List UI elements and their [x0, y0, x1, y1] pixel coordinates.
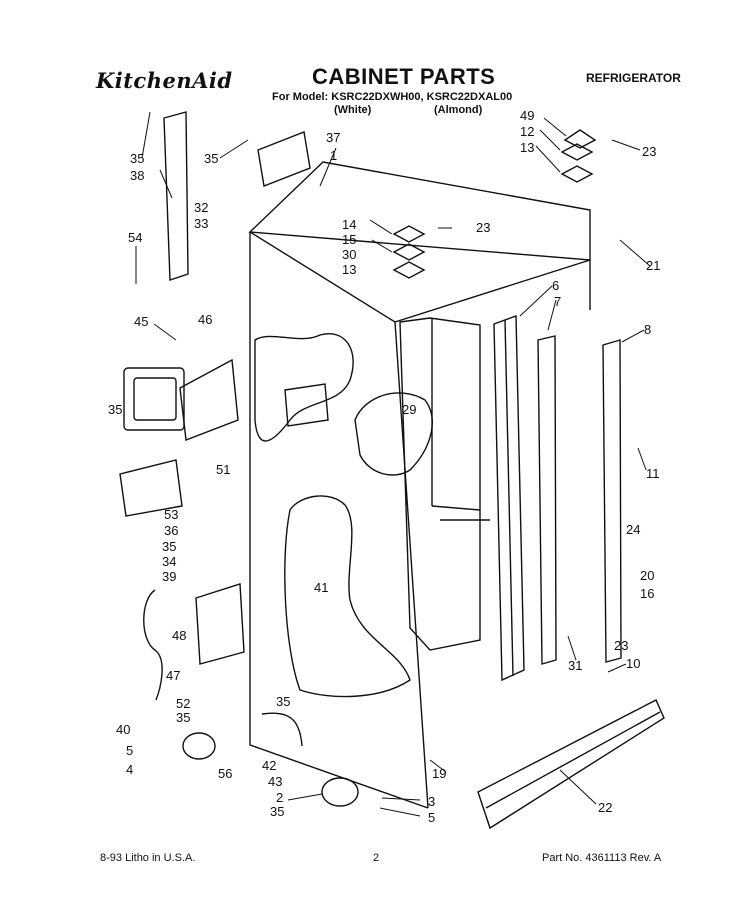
callout-46: 46 [198, 312, 212, 327]
callout-53: 53 [164, 507, 178, 522]
component-4 [182, 732, 216, 760]
callout-15: 15 [342, 232, 356, 247]
callout-33: 33 [194, 216, 208, 231]
callout-35: 35 [204, 151, 218, 166]
callout-23: 23 [642, 144, 656, 159]
variant-white: (White) [334, 104, 372, 116]
callout-29: 29 [402, 402, 416, 417]
callout-38: 38 [130, 168, 144, 183]
callout-19: 19 [432, 766, 446, 781]
callout-11: 11 [646, 466, 660, 481]
bracket-37 [257, 131, 311, 187]
callout-49: 49 [520, 108, 534, 123]
page-title: CABINET PARTS [312, 64, 496, 89]
callout-6: 6 [552, 278, 559, 293]
base-grille-22 [477, 699, 665, 830]
callout-47: 47 [166, 668, 180, 683]
drain-pan [119, 459, 183, 517]
callout-35: 35 [270, 804, 284, 819]
cabinet-outline [248, 161, 591, 261]
model-line: For Model: KSRC22DXWH00, KSRC22DXAL00 [272, 91, 513, 103]
callout-35: 35 [162, 539, 176, 554]
callout-41: 41 [314, 580, 328, 595]
callout-31: 31 [568, 658, 582, 673]
callout-35: 35 [108, 402, 122, 417]
hinge-30 [392, 243, 426, 261]
callout-23: 23 [614, 638, 628, 653]
category-label: REFRIGERATOR [586, 71, 681, 85]
brand-logo: KitchenAid [96, 68, 233, 93]
callout-20: 20 [640, 568, 654, 583]
filter-46 [179, 358, 239, 441]
door-rail-8 [602, 339, 622, 663]
callout-2: 2 [276, 790, 283, 805]
callout-45: 45 [134, 314, 148, 329]
callout-12: 12 [520, 124, 534, 139]
callout-43: 43 [268, 774, 282, 789]
variant-almond: (Almond) [434, 104, 483, 116]
cutaway-lower [284, 495, 411, 698]
heater-45 [123, 367, 185, 431]
callout-42: 42 [262, 758, 276, 773]
callout-5: 5 [428, 810, 435, 825]
cabinet-front-left [249, 232, 429, 809]
callout-48: 48 [172, 628, 186, 643]
callout-39: 39 [162, 569, 176, 584]
callout-54: 54 [128, 230, 142, 245]
callout-35: 35 [176, 710, 190, 725]
callout-21: 21 [646, 258, 660, 273]
callout-40: 40 [116, 722, 130, 737]
callout-23: 23 [476, 220, 490, 235]
hinge-15 [392, 225, 426, 243]
hinge-12 [560, 143, 594, 161]
callout-22: 22 [598, 800, 612, 815]
callout-52: 52 [176, 696, 190, 711]
callout-51: 51 [216, 462, 230, 477]
callout-10: 10 [626, 656, 640, 671]
hinge-13-lower [392, 261, 426, 279]
callout-5: 5 [126, 743, 133, 758]
callout-13: 13 [520, 140, 534, 155]
callout-36: 36 [164, 523, 178, 538]
callout-16: 16 [640, 586, 654, 601]
footer-part-number: Part No. 4361113 Rev. A [542, 852, 662, 864]
freezer-liner [399, 317, 481, 651]
side-rail-38 [163, 111, 189, 281]
cutaway-upper-left [254, 333, 354, 442]
footer-left: 8-93 Litho in U.S.A. [100, 852, 196, 864]
electrical-box-48 [195, 583, 245, 665]
hinge-13-top [560, 165, 594, 183]
callout-7: 7 [554, 294, 561, 309]
cutaway-right [354, 392, 433, 476]
callout-35: 35 [276, 694, 290, 709]
callout-56: 56 [218, 766, 232, 781]
callout-1: 1 [330, 148, 337, 163]
callout-14: 14 [342, 217, 356, 232]
callout-13: 13 [342, 262, 356, 277]
footer-page-number: 2 [373, 852, 380, 864]
power-cord-40 [143, 589, 163, 701]
motor-2 [321, 777, 359, 807]
callout-24: 24 [626, 522, 640, 537]
door-rail-7 [537, 335, 557, 665]
callout-35: 35 [130, 151, 144, 166]
callout-8: 8 [644, 322, 651, 337]
callout-30: 30 [342, 247, 356, 262]
callout-4: 4 [126, 762, 133, 777]
callout-3: 3 [428, 794, 435, 809]
callout-37: 37 [326, 130, 340, 145]
drain-tube-42 [261, 712, 303, 747]
callout-32: 32 [194, 200, 208, 215]
callout-34: 34 [162, 554, 176, 569]
door-rail-6 [493, 315, 525, 682]
